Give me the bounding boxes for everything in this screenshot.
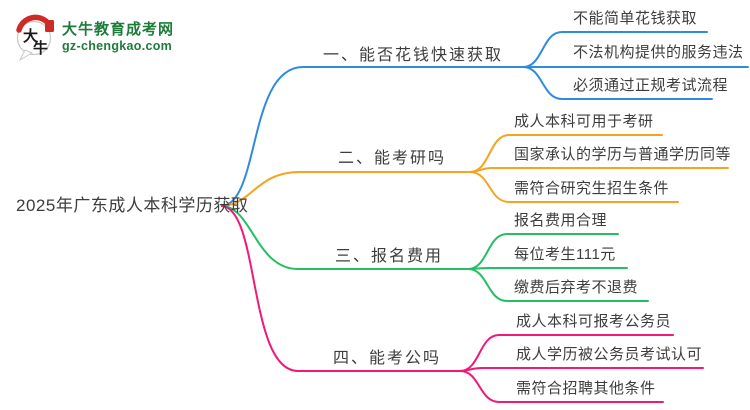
logo-bubble-tail	[18, 49, 34, 62]
branch-2-label: 二、能考研吗	[338, 150, 447, 167]
branch-3-child-1: 报名费用合理	[514, 212, 608, 229]
logo-char-1: 大	[23, 27, 38, 45]
branch-3-label: 三、报名费用	[335, 248, 444, 265]
branch-4-label: 四、能考公吗	[333, 350, 442, 367]
branch-4-child-2: 成人学历被公务员考试认可	[516, 346, 703, 363]
logo-char-2: 牛	[33, 39, 48, 57]
branch-4-connector	[221, 205, 461, 372]
root-node: 2025年广东成人本科学历获取	[16, 196, 249, 215]
branch-1-child-3: 必须通过正规考试流程	[573, 77, 729, 94]
branch-1-child-2: 不法机构提供的服务违法	[573, 44, 744, 61]
site-logo-domain: gz-chengkao.com	[62, 39, 173, 53]
site-logo-text: 大牛教育成考网 gz-chengkao.com	[62, 13, 174, 53]
branch-3-child-2: 每位考生111元	[514, 246, 616, 263]
branch-4-child-3: 需符合招聘其他条件	[516, 380, 656, 397]
logo-seal	[45, 20, 54, 32]
branch-3-child-2-connector	[467, 267, 628, 270]
branch-1-child-1: 不能简单花钱获取	[573, 10, 698, 27]
site-logo: 大 牛 大牛教育成考网 gz-chengkao.com	[12, 13, 174, 63]
branch-2-child-3: 需符合研究生招生条件	[514, 180, 670, 197]
branch-2-child-1: 成人本科可用于考研	[514, 113, 654, 130]
branch-2-child-2: 国家承认的学历与普通学历同等	[514, 146, 732, 163]
branch-3-child-3: 缴费后弃考不退费	[514, 279, 639, 296]
logo-red-arc	[16, 14, 51, 33]
branch-4-child-1: 成人本科可报考公务员	[516, 313, 672, 330]
branch-4-child-2-connector	[459, 367, 704, 372]
site-logo-icon: 大 牛	[16, 14, 54, 62]
branch-2-child-2-connector	[469, 167, 729, 173]
site-logo-title: 大牛教育成考网	[62, 21, 175, 38]
branch-1-connector	[221, 66, 524, 207]
branch-1-label: 一、能否花钱快速获取	[323, 47, 504, 64]
branch-2-connector	[221, 171, 471, 207]
